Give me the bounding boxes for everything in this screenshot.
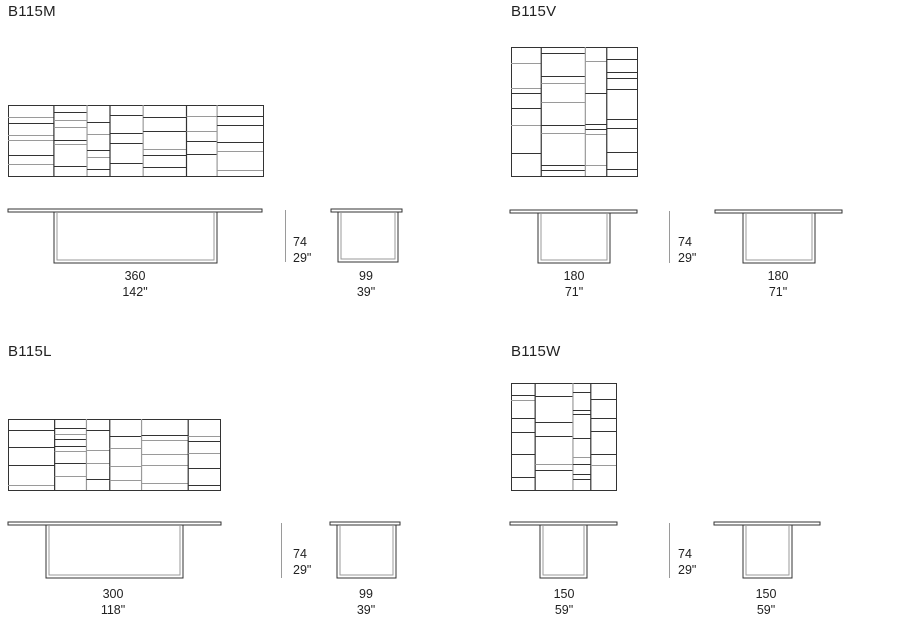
side-view-base-frame	[45, 525, 184, 579]
top-view-outline	[511, 383, 617, 491]
length-in: 142"	[122, 285, 148, 299]
end-view-base-frame	[742, 525, 793, 579]
model-title-b115l: B115L	[8, 343, 52, 360]
end-view-tabletop	[330, 208, 403, 213]
width-in: 39"	[356, 603, 376, 617]
length-in: 59"	[554, 603, 574, 617]
length-dimension: 300 118"	[83, 586, 143, 618]
side-view-base-inner	[48, 525, 181, 576]
width-in: 59"	[756, 603, 776, 617]
end-view-base-inner	[745, 525, 790, 576]
length-in: 118"	[100, 603, 126, 617]
width-in: 71"	[768, 285, 788, 299]
side-view-base-inner	[542, 525, 585, 576]
top-view-outline	[8, 419, 221, 491]
length-cm: 300	[102, 587, 124, 601]
top-view-outline	[511, 47, 638, 177]
width-cm: 99	[359, 587, 373, 601]
side-view-base-inner	[540, 213, 608, 261]
end-view-base-inner	[339, 525, 394, 576]
width-in: 39"	[356, 285, 376, 299]
length-cm: 180	[563, 269, 585, 283]
length-cm: 360	[124, 269, 146, 283]
end-view-base-inner	[745, 213, 813, 261]
width-cm: 99	[359, 269, 373, 283]
side-view-tabletop	[7, 208, 263, 213]
side-view-tabletop	[509, 521, 618, 526]
height-in: 29"	[678, 251, 697, 265]
height-in: 29"	[678, 563, 697, 577]
model-title-b115v: B115V	[511, 3, 557, 20]
height-in: 29"	[293, 251, 312, 265]
end-view-tabletop	[713, 521, 821, 526]
height-in: 29"	[293, 563, 312, 577]
end-view-base-inner	[340, 212, 396, 260]
side-view-tabletop	[509, 209, 638, 214]
side-view-base-inner	[56, 212, 215, 261]
height-cm: 74	[678, 235, 692, 249]
side-view-base-frame	[53, 212, 218, 264]
length-dimension: 360 142"	[105, 268, 165, 300]
end-view-base-frame	[742, 213, 816, 264]
length-cm: 150	[553, 587, 575, 601]
side-view-base-frame	[539, 525, 588, 579]
side-view-tabletop	[7, 521, 222, 526]
end-view-base-frame	[336, 525, 397, 579]
model-title-b115m: B115M	[8, 3, 56, 20]
height-cm: 74	[293, 547, 307, 561]
width-cm: 150	[755, 587, 777, 601]
side-view-base-frame	[537, 213, 611, 264]
height-cm: 74	[293, 235, 307, 249]
model-title-b115w: B115W	[511, 343, 561, 360]
length-in: 71"	[564, 285, 584, 299]
height-cm: 74	[678, 547, 692, 561]
end-view-tabletop	[714, 209, 843, 214]
end-view-base-frame	[337, 212, 399, 263]
width-cm: 180	[767, 269, 789, 283]
end-view-tabletop	[329, 521, 401, 526]
